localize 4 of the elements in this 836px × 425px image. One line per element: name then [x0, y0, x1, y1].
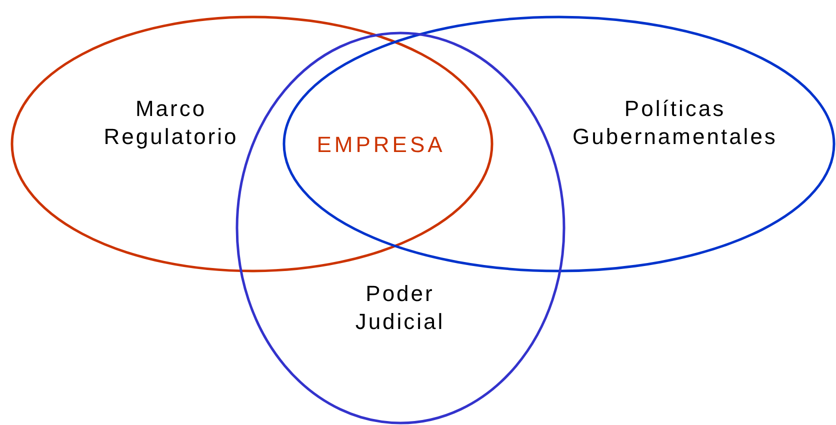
set-label: Políticas Gubernamentales — [572, 95, 778, 151]
set-label: Marco Regulatorio — [102, 95, 240, 151]
intersection-label: EMPRESA — [316, 132, 446, 158]
set-label: Poder Judicial — [354, 280, 446, 336]
